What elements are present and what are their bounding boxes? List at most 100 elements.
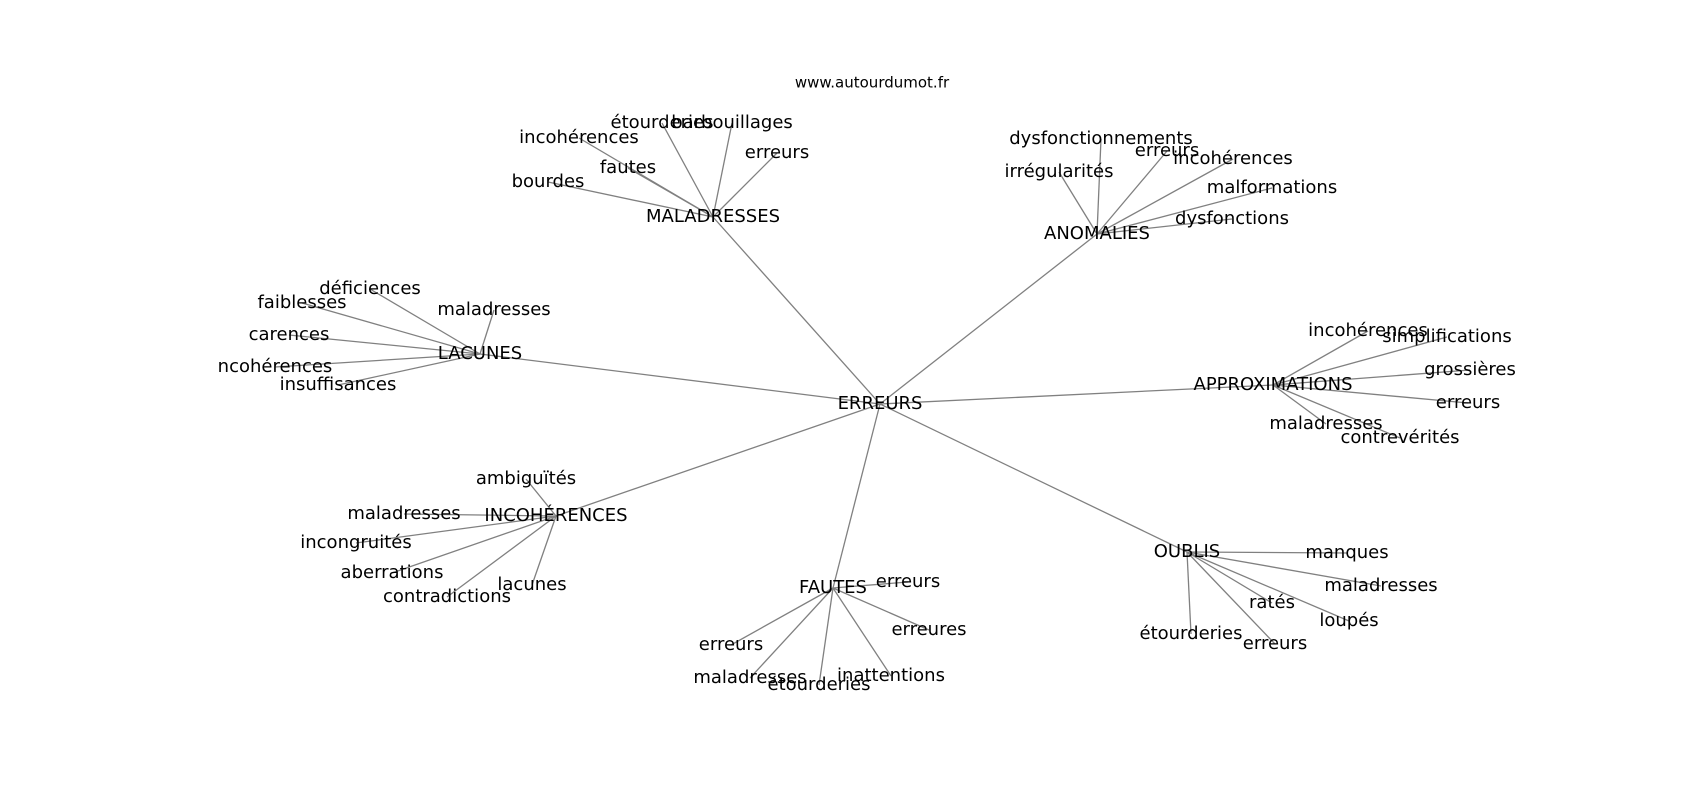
edge-group-to-leaf <box>1096 138 1102 235</box>
edge-group-to-leaf <box>1272 384 1401 439</box>
edge-group-to-leaf <box>832 581 909 589</box>
edge-root-to-group <box>712 216 881 405</box>
leaf-node[interactable]: maladresses <box>347 503 460 524</box>
leaf-node[interactable]: erreurs <box>745 142 809 163</box>
edge-group-to-leaf <box>301 302 481 355</box>
leaf-node[interactable]: aberrations <box>341 562 444 583</box>
leaf-node[interactable]: incongruités <box>300 532 411 553</box>
edge-group-to-leaf <box>1096 158 1234 235</box>
leaf-node[interactable]: bourdes <box>512 171 585 192</box>
edge-group-to-leaf <box>1096 150 1168 235</box>
root-node[interactable]: ERREURS <box>838 393 923 414</box>
group-node[interactable]: INCOHÉRENCES <box>484 504 627 526</box>
leaf-node[interactable]: erreurs <box>1436 392 1500 413</box>
edge-group-to-leaf <box>547 181 714 218</box>
leaf-node[interactable]: erreurs <box>1135 140 1199 161</box>
edge-group-to-leaf <box>1272 369 1471 386</box>
edge-group-to-leaf <box>1272 330 1369 386</box>
edge-group-to-leaf <box>531 515 557 586</box>
leaf-node[interactable]: lacunes <box>497 574 566 595</box>
edge-group-to-leaf <box>403 513 557 517</box>
leaf-node[interactable]: loupés <box>1319 610 1378 631</box>
leaf-node[interactable]: maladresses <box>437 299 550 320</box>
leaf-node[interactable]: incohérences <box>1173 148 1293 169</box>
edge-group-to-leaf <box>1186 551 1382 587</box>
labels: www.autourdumot.fr ERREURS étourderiesba… <box>218 74 1516 696</box>
leaf-node[interactable]: erreurs <box>876 571 940 592</box>
leaf-node[interactable]: erreures <box>891 619 966 640</box>
leaf-node[interactable]: manques <box>1305 542 1388 563</box>
edge-group-to-leaf <box>818 587 834 686</box>
edge-group-to-leaf <box>1058 171 1098 235</box>
edge-root-to-group <box>879 233 1098 405</box>
edge-group-to-leaf <box>1272 336 1448 386</box>
group-node[interactable]: APPROXIMATIONS <box>1194 374 1353 395</box>
leaf-node[interactable]: étourderies <box>611 112 714 133</box>
edge-group-to-leaf <box>1186 551 1273 604</box>
leaf-node[interactable]: fautes <box>600 157 656 178</box>
edge-group-to-leaf <box>369 288 481 355</box>
edge-group-to-leaf <box>1186 551 1192 635</box>
edges <box>274 122 1471 686</box>
edge-group-to-leaf <box>712 122 733 218</box>
leaf-node[interactable]: déficiences <box>319 278 421 299</box>
leaf-node[interactable]: insuffisances <box>280 374 397 395</box>
leaf-node[interactable]: contrevérités <box>1340 427 1459 448</box>
edge-group-to-leaf <box>661 122 714 218</box>
leaf-node[interactable]: ratés <box>1249 592 1295 613</box>
group-node[interactable]: OUBLIS <box>1154 541 1220 562</box>
leaf-node[interactable]: incohérences <box>1308 320 1428 341</box>
edge-group-to-leaf <box>288 334 481 355</box>
edge-group-to-leaf <box>627 167 714 218</box>
leaf-node[interactable]: carences <box>249 324 330 345</box>
edge-group-to-leaf <box>355 515 557 544</box>
edge-root-to-group <box>879 384 1274 405</box>
leaf-node[interactable]: faiblesses <box>257 292 346 313</box>
edge-group-to-leaf <box>730 587 834 646</box>
edge-group-to-leaf <box>1272 384 1327 425</box>
leaf-node[interactable]: incohérences <box>519 127 639 148</box>
edge-group-to-leaf <box>446 515 557 598</box>
leaf-node[interactable]: dysfonctions <box>1175 208 1289 229</box>
edge-group-to-leaf <box>337 353 481 386</box>
edge-group-to-leaf <box>479 309 495 355</box>
leaf-node[interactable]: dysfonctionnements <box>1009 128 1193 149</box>
leaf-node[interactable]: maladresses <box>693 667 806 688</box>
leaf-node[interactable]: malformations <box>1207 177 1337 198</box>
edge-root-to-group <box>879 403 1188 553</box>
leaf-node[interactable]: irrégularités <box>1005 161 1114 182</box>
leaf-node[interactable]: étourderies <box>768 674 871 695</box>
leaf-node[interactable]: barbouillages <box>671 112 793 133</box>
group-node[interactable]: LACUNES <box>438 343 522 364</box>
leaf-node[interactable]: contradictions <box>383 586 511 607</box>
leaf-node[interactable]: maladresses <box>1324 575 1437 596</box>
edge-group-to-leaf <box>832 587 930 631</box>
leaf-node[interactable]: maladresses <box>1269 413 1382 434</box>
edge-group-to-leaf <box>749 587 834 679</box>
edge-group-to-leaf <box>1096 187 1273 235</box>
group-node[interactable]: FAUTES <box>799 577 867 598</box>
edge-group-to-leaf <box>1096 218 1233 235</box>
leaf-node[interactable]: erreurs <box>1243 633 1307 654</box>
edge-group-to-leaf <box>1186 551 1348 554</box>
leaf-node[interactable]: étourderies <box>1140 623 1243 644</box>
leaf-node[interactable]: grossières <box>1424 359 1516 380</box>
edge-group-to-leaf <box>1272 384 1469 404</box>
edge-group-to-leaf <box>1186 551 1276 645</box>
group-node[interactable]: MALADRESSES <box>646 206 780 227</box>
edge-group-to-leaf <box>1186 551 1350 622</box>
leaf-node[interactable]: inattentions <box>837 665 945 686</box>
edge-root-to-group <box>832 403 881 589</box>
leaf-node[interactable]: erreurs <box>699 634 763 655</box>
group-node[interactable]: ANOMALIES <box>1044 223 1150 244</box>
edge-group-to-leaf <box>712 152 778 218</box>
leaf-node[interactable]: ncohérences <box>218 356 333 377</box>
edge-root-to-group <box>479 353 881 405</box>
source-label: www.autourdumot.fr <box>795 74 950 92</box>
edge-group-to-leaf <box>274 353 481 368</box>
leaf-node[interactable]: simplifications <box>1382 326 1511 347</box>
edge-group-to-leaf <box>832 587 892 677</box>
leaf-node[interactable]: ambiguïtés <box>476 468 576 489</box>
edge-group-to-leaf <box>525 478 557 517</box>
